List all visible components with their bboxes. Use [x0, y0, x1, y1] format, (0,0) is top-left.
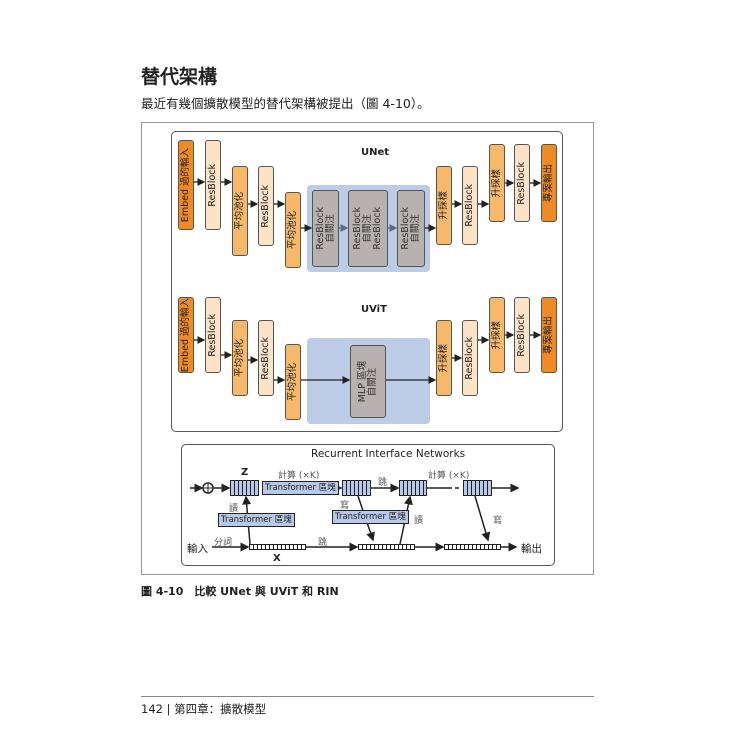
- unet-uvit-box: [171, 131, 563, 432]
- unet-upsample: 升採樣: [489, 144, 505, 222]
- unet-resblock-attn: ResBlock 自關注 ResBlock: [348, 190, 388, 267]
- uvit-upsample: 升採樣: [489, 297, 505, 373]
- uvit-mlp-attn: MLP 區塊 自關注: [350, 345, 386, 418]
- rin-title: Recurrent Interface Networks: [311, 448, 466, 460]
- input-tokens: [444, 544, 501, 550]
- skip-label: 跳: [318, 538, 328, 548]
- uvit-resblock: ResBlock: [258, 320, 274, 396]
- transformer-block-write: Transformer 區塊: [332, 510, 409, 524]
- uvit-label: UViT: [361, 304, 387, 315]
- uvit-output: 專案輸出: [541, 297, 557, 373]
- z-label: Z: [241, 467, 249, 478]
- uvit-embed-input: Embed 過的輸入: [178, 297, 194, 373]
- x-label: X: [273, 553, 281, 564]
- figure-caption: 圖 4-10 比較 UNet 與 UViT 和 RIN: [141, 585, 339, 598]
- paragraph: 最近有幾個擴散模型的替代架構被提出（圖 4-10）。: [141, 96, 430, 111]
- input-tokens: [249, 544, 306, 550]
- tokenize-label: 分詞: [214, 538, 233, 548]
- uvit-avgpool: 平均池化: [285, 344, 301, 420]
- uvit-avgpool: 平均池化: [232, 320, 248, 396]
- unet-label: UNet: [361, 147, 390, 158]
- unet-resblock: ResBlock: [205, 140, 221, 230]
- unet-resblock: ResBlock: [258, 166, 274, 246]
- uvit-resblock: ResBlock: [462, 320, 478, 396]
- footer-divider: [141, 696, 594, 697]
- read-label: 讀: [414, 516, 424, 526]
- page-footer: 142 | 第四章：擴散模型: [141, 702, 267, 716]
- unet-resblock-attn: ResBlock 自關注: [312, 190, 339, 267]
- transformer-block-read: Transformer 區塊: [218, 513, 295, 527]
- uvit-resblock: ResBlock: [205, 297, 221, 373]
- latent-tokens: [463, 480, 492, 496]
- unet-avgpool: 平均池化: [285, 192, 301, 268]
- uvit-resblock: ResBlock: [514, 297, 530, 373]
- input-tokens: [358, 544, 415, 550]
- unet-embed-input: Embed 過的輸入: [178, 140, 194, 230]
- latent-tokens: [230, 480, 259, 496]
- unet-output: 專案輸出: [541, 144, 557, 222]
- unet-upsample: 升採樣: [436, 166, 452, 245]
- latent-tokens: [342, 480, 371, 496]
- unet-avgpool: 平均池化: [232, 166, 248, 256]
- write-label: 寫: [493, 516, 503, 526]
- skip-label: 跳: [378, 478, 388, 488]
- rin-box: [181, 444, 555, 566]
- write-label: 寫: [340, 501, 350, 511]
- uvit-upsample: 升採樣: [436, 320, 452, 396]
- compute-label: 計算 (×K): [278, 471, 320, 481]
- transformer-block-top: Transformer 區塊: [262, 481, 339, 495]
- unet-resblock-attn: ResBlock 自關注: [397, 190, 425, 267]
- output-label: 輸出: [521, 543, 542, 555]
- section-title: 替代架構: [141, 66, 218, 88]
- read-label: 讀: [229, 504, 239, 514]
- compute-label: 計算 (×K): [428, 471, 470, 481]
- latent-tokens: [399, 480, 427, 496]
- unet-resblock: ResBlock: [514, 144, 530, 222]
- unet-resblock: ResBlock: [462, 166, 478, 245]
- figure-frame: [141, 122, 594, 575]
- input-label: 輸入: [187, 543, 208, 555]
